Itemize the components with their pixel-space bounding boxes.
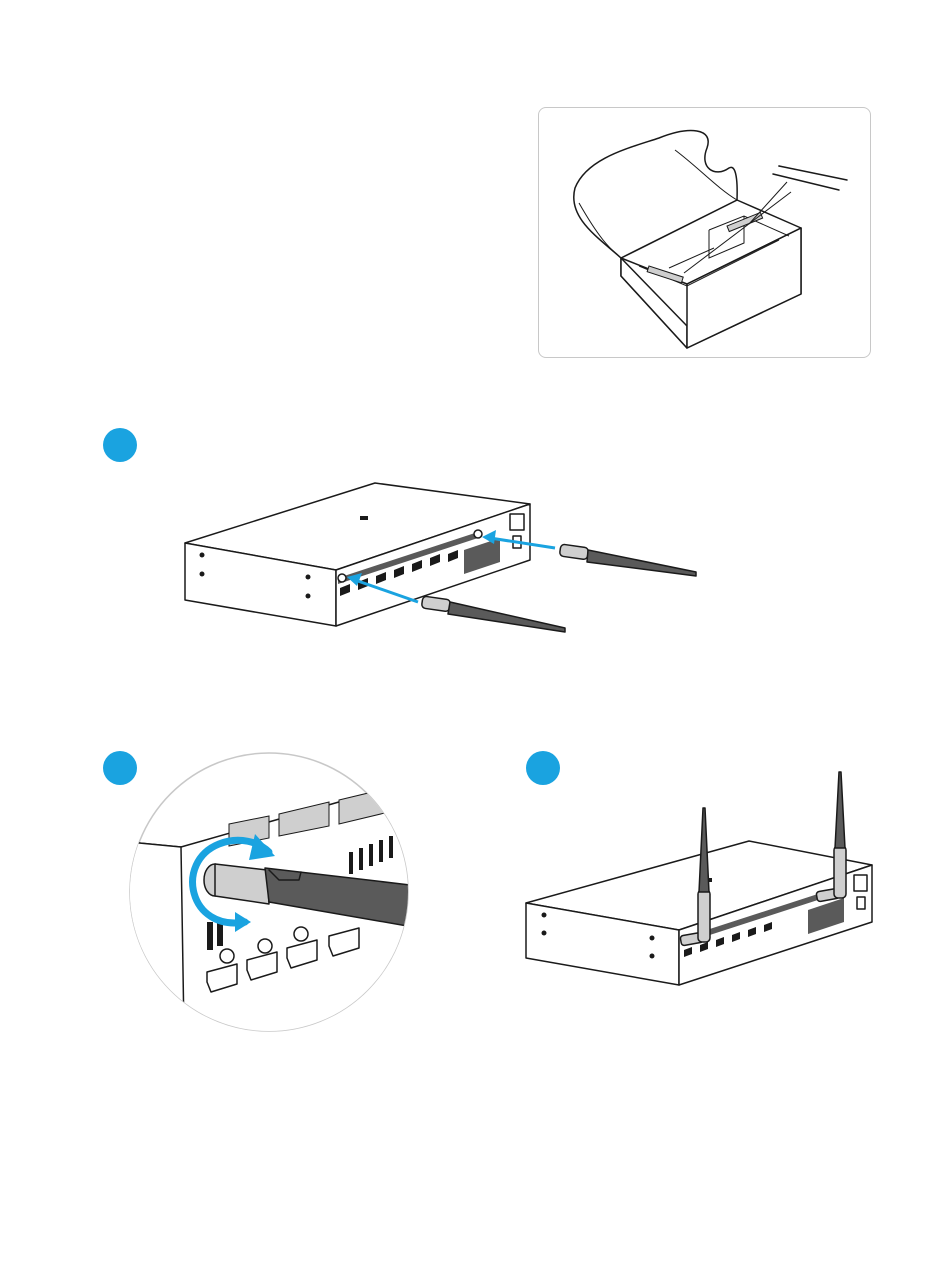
device-with-antennas-installed-illustration: [524, 770, 884, 1000]
step-1-badge: [103, 428, 137, 462]
antenna-twist-closeup-illustration: [129, 752, 409, 1032]
unboxing-panel: [538, 107, 871, 358]
device-antenna-insert-illustration: [180, 480, 700, 650]
antenna-lower: [421, 596, 565, 632]
antenna-upper: [559, 544, 696, 576]
open-box-illustration: [539, 108, 872, 359]
